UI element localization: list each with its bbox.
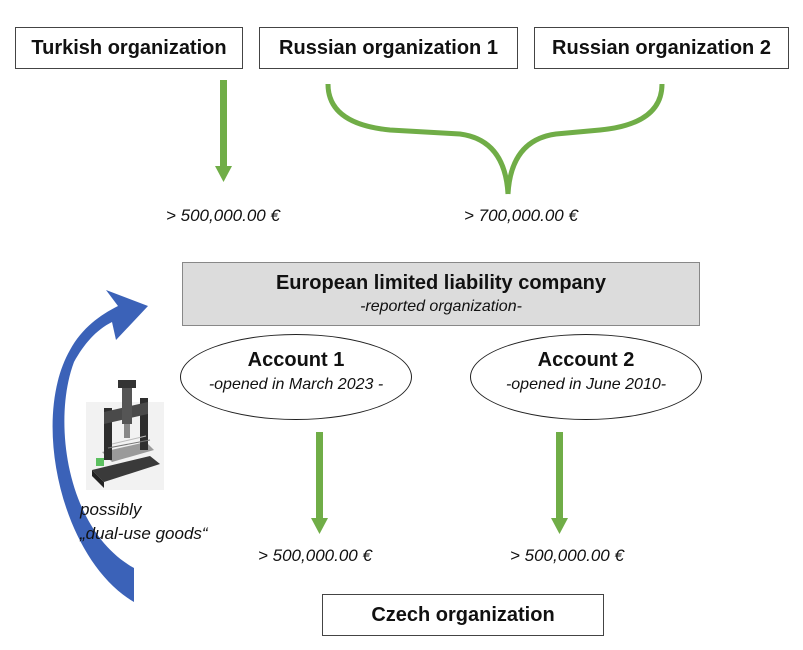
- brace-russian: [325, 83, 665, 195]
- account-1-title: Account 1: [247, 349, 345, 371]
- caption-line-2: „dual-use goods“: [80, 524, 208, 543]
- company-subtitle: -reported organization-: [360, 298, 522, 315]
- cnc-machine-icon: [86, 380, 164, 490]
- amount-turkish: > 500,000.00 €: [166, 206, 280, 225]
- russian-organization-1-box: Russian organization 1: [259, 27, 518, 69]
- european-company-box: European limited liability company -repo…: [182, 262, 700, 326]
- dual-use-goods-caption: possibly „dual-use goods“: [80, 498, 208, 546]
- amount-russian: > 700,000.00 €: [464, 206, 578, 225]
- arrow-account2-down: [551, 432, 568, 534]
- turkish-organization-box: Turkish organization: [15, 27, 243, 69]
- arrow-turkish-down: [215, 80, 232, 182]
- account-2-ellipse: Account 2 -opened in June 2010-: [470, 334, 702, 420]
- account-1-subtitle: -opened in March 2023 -: [208, 376, 384, 393]
- amount-account1: > 500,000.00 €: [258, 546, 372, 565]
- czech-organization-label: Czech organization: [371, 603, 555, 626]
- caption-line-1: possibly: [80, 500, 142, 519]
- russian-organization-2-box: Russian organization 2: [534, 27, 789, 69]
- arrow-blue-curved: [52, 290, 148, 602]
- russian-organization-1-label: Russian organization 1: [279, 36, 498, 59]
- account-2-subtitle: -opened in June 2010-: [505, 376, 667, 393]
- turkish-organization-label: Turkish organization: [31, 36, 227, 59]
- account-1-ellipse: Account 1 -opened in March 2023 -: [180, 334, 412, 420]
- company-title: European limited liability company: [275, 272, 607, 294]
- czech-organization-box: Czech organization: [322, 594, 604, 636]
- russian-organization-2-label: Russian organization 2: [552, 36, 771, 59]
- account-2-title: Account 2: [537, 349, 635, 371]
- arrow-account1-down: [311, 432, 328, 534]
- amount-account2: > 500,000.00 €: [510, 546, 624, 565]
